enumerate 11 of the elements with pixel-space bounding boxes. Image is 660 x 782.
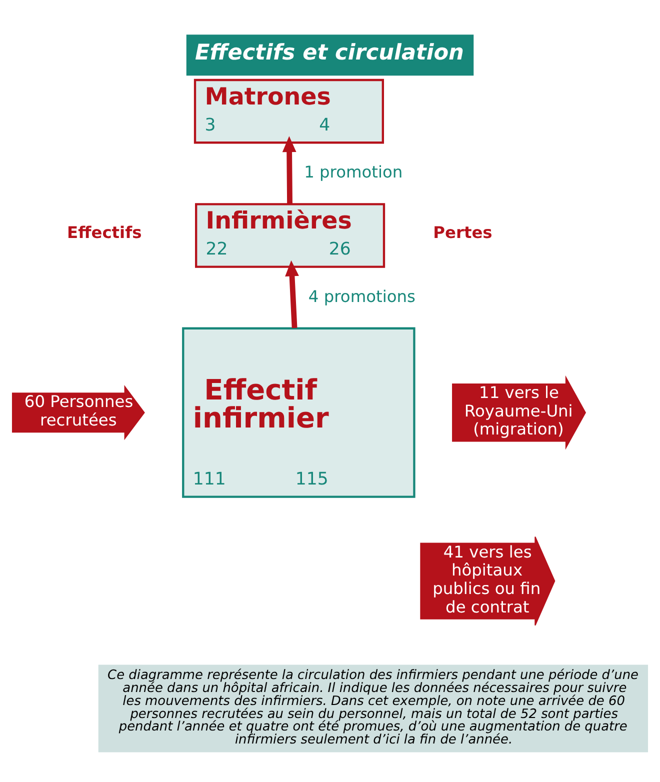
- node-box: Effectif infirmier 111 115: [182, 327, 416, 498]
- node-box: Matrones 3 4: [194, 78, 384, 144]
- diagram-title: Effectifs et circulation: [195, 40, 464, 66]
- label: Effectifs: [67, 223, 142, 242]
- arrow: [282, 136, 296, 204]
- arrow: [285, 260, 299, 328]
- edge-label: 1 promotion: [304, 162, 403, 182]
- caption: Ce diagramme représente la circulation des infirmiers pendant une période d’une année dans un hôpital africain. Il indique les données nécessaires pour suivre les mouvements des infirmiers. Dans cet exemple, on note une arrivée de 60 personnes recrutées au sein du personnel, mais un total de 52 sont parties pendant l’année et quatre ont été promues, d’où une augmentation de quatre infirmiers seulement d’ici la fin de l’année.: [108, 668, 638, 748]
- node-box: Infirmières 22 26: [195, 203, 386, 268]
- edge-label: 4 promotions: [308, 286, 416, 306]
- label: Pertes: [433, 223, 492, 242]
